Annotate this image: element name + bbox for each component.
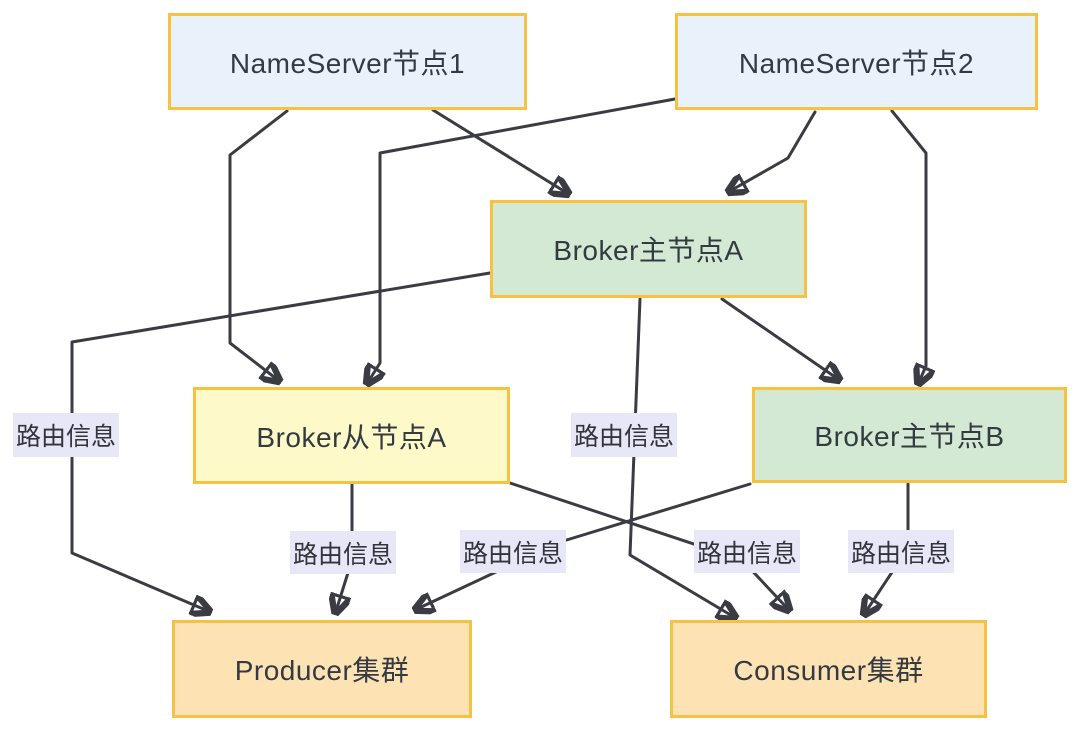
node-broker-master-a-label: Broker主节点A: [553, 235, 744, 266]
edge-ns2-broker-slave-a: [368, 97, 677, 382]
node-broker-slave-a: Broker从节点A: [193, 387, 510, 484]
node-nameserver-2: NameServer节点2: [675, 13, 1038, 110]
edge-ns1-broker-slave-a: [228, 109, 289, 380]
node-broker-master-a: Broker主节点A: [490, 200, 807, 298]
node-broker-master-b: Broker主节点B: [752, 387, 1067, 483]
node-broker-slave-a-label: Broker从节点A: [256, 421, 447, 453]
node-consumer-cluster-label: Consumer集群: [733, 655, 924, 686]
node-broker-master-b-label: Broker主节点B: [814, 421, 1005, 452]
node-consumer-cluster: Consumer集群: [670, 620, 987, 718]
edge-label-route-info-bottom-2: 路由信息: [460, 530, 566, 573]
edge-ns2-broker-master-b: [890, 109, 926, 382]
edge-label-route-info-bottom-3: 路由信息: [694, 530, 800, 573]
edge-broker-master-a-consumer: [628, 297, 734, 617]
edge-ns1-broker-master-a: [431, 108, 567, 193]
edge-ns2-broker-master-a: [730, 110, 817, 191]
edge-broker-master-a-broker-master-b: [720, 297, 838, 379]
node-producer-cluster: Producer集群: [172, 620, 472, 718]
node-nameserver-1: NameServer节点1: [168, 13, 527, 110]
edge-label-route-info-left: 路由信息: [13, 413, 119, 457]
node-nameserver-2-label: NameServer节点2: [738, 47, 975, 79]
node-producer-cluster-label: Producer集群: [234, 655, 410, 686]
edge-label-route-info-bottom-1: 路由信息: [290, 531, 396, 574]
edge-label-route-info-bottom-4: 路由信息: [848, 530, 954, 573]
edge-label-route-info-middle: 路由信息: [571, 413, 677, 457]
node-nameserver-1-label: NameServer节点1: [229, 47, 466, 79]
